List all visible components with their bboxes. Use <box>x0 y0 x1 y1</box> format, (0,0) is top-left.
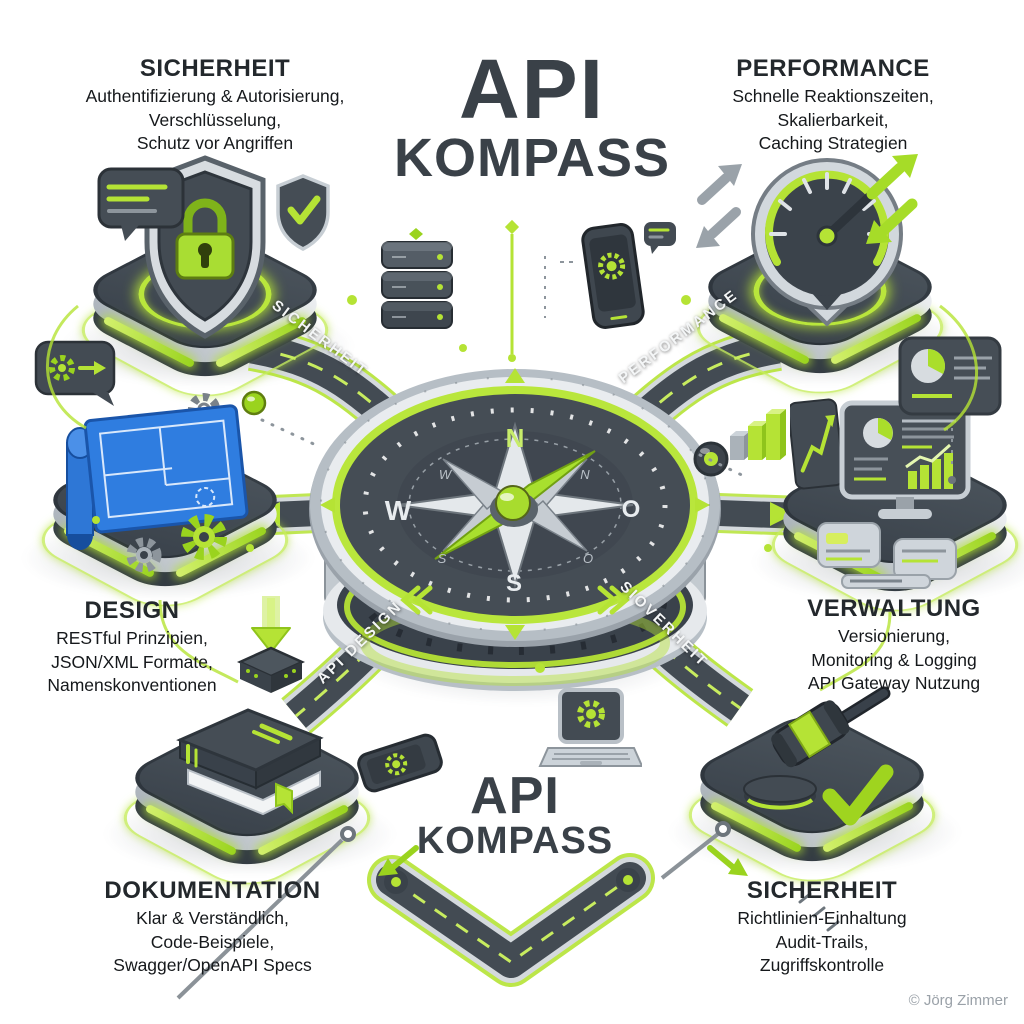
footer-title-line2: KOMPASS <box>416 820 614 863</box>
gavel-icon <box>743 686 894 826</box>
chat-bubble-small-icon <box>644 222 676 254</box>
sphere-green-icon <box>241 390 267 416</box>
shield-lock-icon <box>144 155 266 339</box>
laptop-icon <box>538 688 642 767</box>
dashboard-cards <box>817 522 957 589</box>
server-unit <box>381 241 453 269</box>
compass-small-ne: N <box>580 467 590 482</box>
pie-panel-icon <box>898 336 1002 416</box>
sync-arrows-green-icon <box>866 154 918 244</box>
node-security-bottom: SICHERHEIT Richtlinien-Einhaltung Audit-… <box>672 877 972 978</box>
node-title: DOKUMENTATION <box>104 877 321 904</box>
monitor-icon <box>839 400 971 519</box>
node-title: SICHERHEIT <box>139 55 291 82</box>
node-title: DESIGN <box>84 597 180 624</box>
compass-small-sw: S <box>438 551 447 566</box>
chat-bubble-icon <box>97 167 185 241</box>
gear-green-icon <box>181 514 227 560</box>
blueprint-sheet <box>83 404 249 534</box>
node-sphere-icon <box>693 441 729 477</box>
bar-chart-3d-icon <box>730 409 786 460</box>
node-documentation: DOKUMENTATION Klar & Verständlich, Code-… <box>60 877 365 978</box>
phone-horizontal-icon <box>357 733 443 793</box>
compass-letter-o: O <box>622 496 641 523</box>
blueprint-gears-icon <box>66 390 267 573</box>
gear-gray-icon <box>126 537 162 573</box>
node-title: PERFORMANCE <box>736 55 930 82</box>
checkmark-icon <box>822 764 894 826</box>
road-bottom-chevron <box>367 853 655 987</box>
node-title: VERWALTUNG <box>807 595 981 622</box>
page-title-line2: KOMPASS <box>393 127 671 188</box>
footer-title-line1: API <box>470 767 560 825</box>
arrow-down-left-icon <box>378 845 419 876</box>
chat-bubble-gear-icon <box>34 340 116 406</box>
compass-letter-n: N <box>506 423 525 453</box>
book-icon <box>176 708 324 816</box>
footer-title: API KOMPASS <box>395 767 635 863</box>
page-title-line1: API <box>458 42 606 136</box>
server-unit <box>381 301 453 329</box>
credit-text: © Jörg Zimmer <box>908 992 1008 1009</box>
node-security-top: SICHERHEIT Authentifizierung & Autorisie… <box>55 55 375 156</box>
compass-small-nw: W <box>439 467 453 482</box>
node-title: SICHERHEIT <box>746 877 898 904</box>
compass-small-se: O <box>583 551 593 566</box>
dashboard-icon <box>790 398 971 589</box>
phone-icon <box>581 223 645 329</box>
server-stack-icon <box>381 228 453 329</box>
sync-arrows-gray-icon <box>696 164 742 248</box>
check-shield-icon <box>276 174 330 251</box>
compass-letter-w: W <box>385 495 412 526</box>
download-cube-icon <box>236 596 306 693</box>
page-title: API KOMPASS <box>352 42 712 188</box>
compass: N W O S W N O S <box>309 368 721 691</box>
line-chart-tablet-icon <box>790 398 845 490</box>
compass-letter-s: S <box>506 570 522 597</box>
node-management: VERWALTUNG Versionierung, Monitoring & L… <box>768 595 1020 696</box>
node-performance: PERFORMANCE Schnelle Reaktionszeiten, Sk… <box>668 55 998 156</box>
server-unit <box>381 271 453 299</box>
node-design: DESIGN RESTful Prinzipien, JSON/XML Form… <box>18 597 246 698</box>
